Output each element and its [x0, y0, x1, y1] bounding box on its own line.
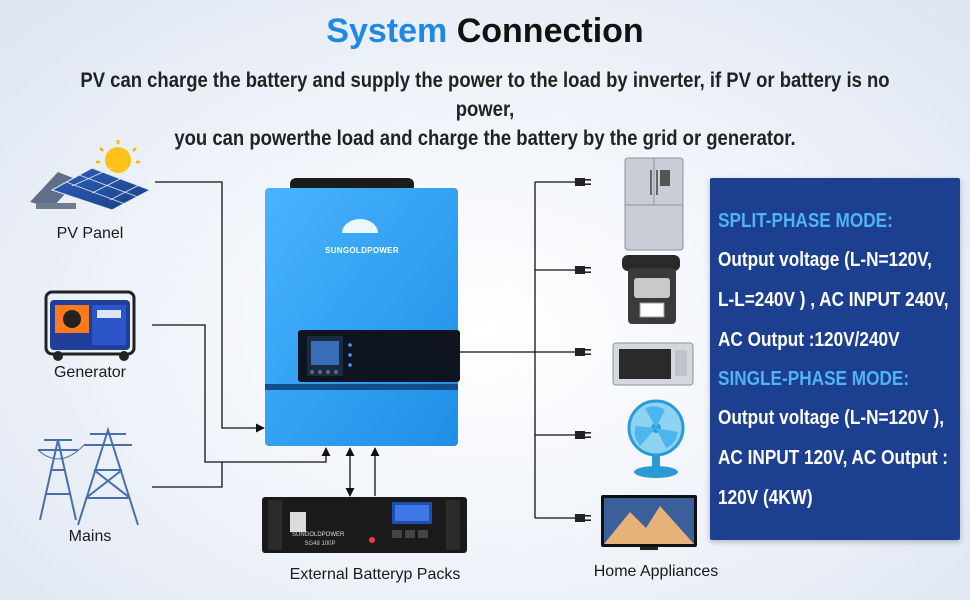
- inverter-unit: [265, 178, 460, 446]
- description: PV can charge the battery and supply the…: [76, 66, 894, 153]
- television-icon: [601, 495, 697, 550]
- split-phase-line-3: AC Output :120V/240V: [718, 329, 900, 351]
- battery-brand: SUNGOLDPOWER: [292, 532, 345, 538]
- title-accent: System: [326, 12, 448, 50]
- page-title: System Connection: [0, 12, 970, 51]
- title-rest: Connection: [456, 12, 644, 50]
- appliances-label: Home Appliances: [593, 563, 719, 580]
- sun-logo-icon: [342, 219, 378, 233]
- source-wires: [152, 181, 380, 497]
- inverter-brand: SUNGOLDPOWER: [325, 246, 399, 255]
- mains-label: Mains: [68, 528, 112, 545]
- split-phase-title: SPLIT-PHASE MODE:: [718, 210, 893, 232]
- battery-label: External Batteryp Packs: [289, 566, 461, 583]
- power-pylon-icon: [37, 426, 139, 526]
- description-line-2: you can powerthe load and charge the bat…: [174, 127, 796, 150]
- plug-icons: [575, 178, 591, 522]
- pv-panel-label: PV Panel: [56, 225, 124, 242]
- coffee-machine-icon: [622, 255, 680, 324]
- refrigerator-icon: [624, 157, 684, 251]
- generator-icon: [44, 290, 136, 361]
- description-line-1: PV can charge the battery and supply the…: [80, 69, 890, 121]
- battery-model: SG48 100P: [304, 541, 336, 547]
- fan-icon: [627, 399, 685, 478]
- single-phase-line-1: Output voltage (L-N=120V ),: [718, 407, 945, 429]
- mode-info-panel: SPLIT-PHASE MODE: Output voltage (L-N=12…: [710, 178, 960, 540]
- microwave-icon: [612, 342, 694, 386]
- battery-pack: [262, 497, 467, 553]
- appliance-wires: [458, 181, 575, 519]
- single-phase-title: SINGLE-PHASE MODE:: [718, 368, 910, 390]
- split-phase-line-1: Output voltage (L-N=120V,: [718, 249, 932, 271]
- solar-panel-icon: [30, 140, 152, 211]
- single-phase-line-3: 120V (4KW): [718, 487, 813, 509]
- split-phase-line-2: L-L=240V ) , AC INPUT 240V,: [718, 289, 949, 311]
- generator-label: Generator: [53, 364, 127, 381]
- single-phase-line-2: AC INPUT 120V, AC Output :: [718, 447, 948, 469]
